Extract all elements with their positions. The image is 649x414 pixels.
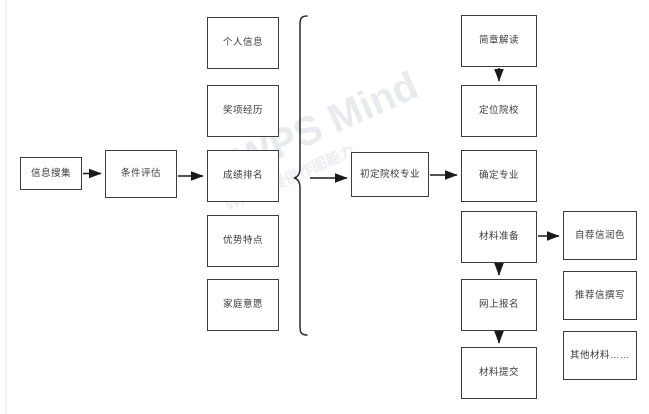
flow-node-n6[interactable]: 优势特点	[207, 215, 279, 267]
flow-node-n8[interactable]: 初定院校专业	[351, 152, 429, 197]
flow-node-n2[interactable]: 条件评估	[105, 150, 177, 198]
group-brace	[293, 15, 308, 336]
flow-node-n15[interactable]: 自荐信润色	[563, 211, 637, 260]
flow-node-n12[interactable]: 材料准备	[461, 211, 537, 263]
flow-node-n14[interactable]: 材料提交	[461, 347, 537, 399]
flow-node-n13[interactable]: 网上报名	[461, 279, 537, 331]
flow-node-n5[interactable]: 成绩排名	[207, 150, 279, 202]
flow-node-n9[interactable]: 简章解读	[461, 15, 537, 67]
flow-node-n3[interactable]: 个人信息	[207, 17, 279, 69]
flow-node-n11[interactable]: 确定专业	[461, 150, 537, 202]
flow-node-n10[interactable]: 定位院校	[461, 85, 537, 137]
flow-node-n17[interactable]: 其他材料……	[563, 331, 637, 380]
flow-node-n16[interactable]: 推荐信撰写	[563, 271, 637, 320]
flow-node-n7[interactable]: 家庭意愿	[207, 279, 279, 331]
flow-node-n1[interactable]: 信息搜集	[20, 157, 82, 190]
left-margin-rule	[5, 0, 7, 414]
flow-node-n4[interactable]: 奖项经历	[207, 85, 279, 137]
